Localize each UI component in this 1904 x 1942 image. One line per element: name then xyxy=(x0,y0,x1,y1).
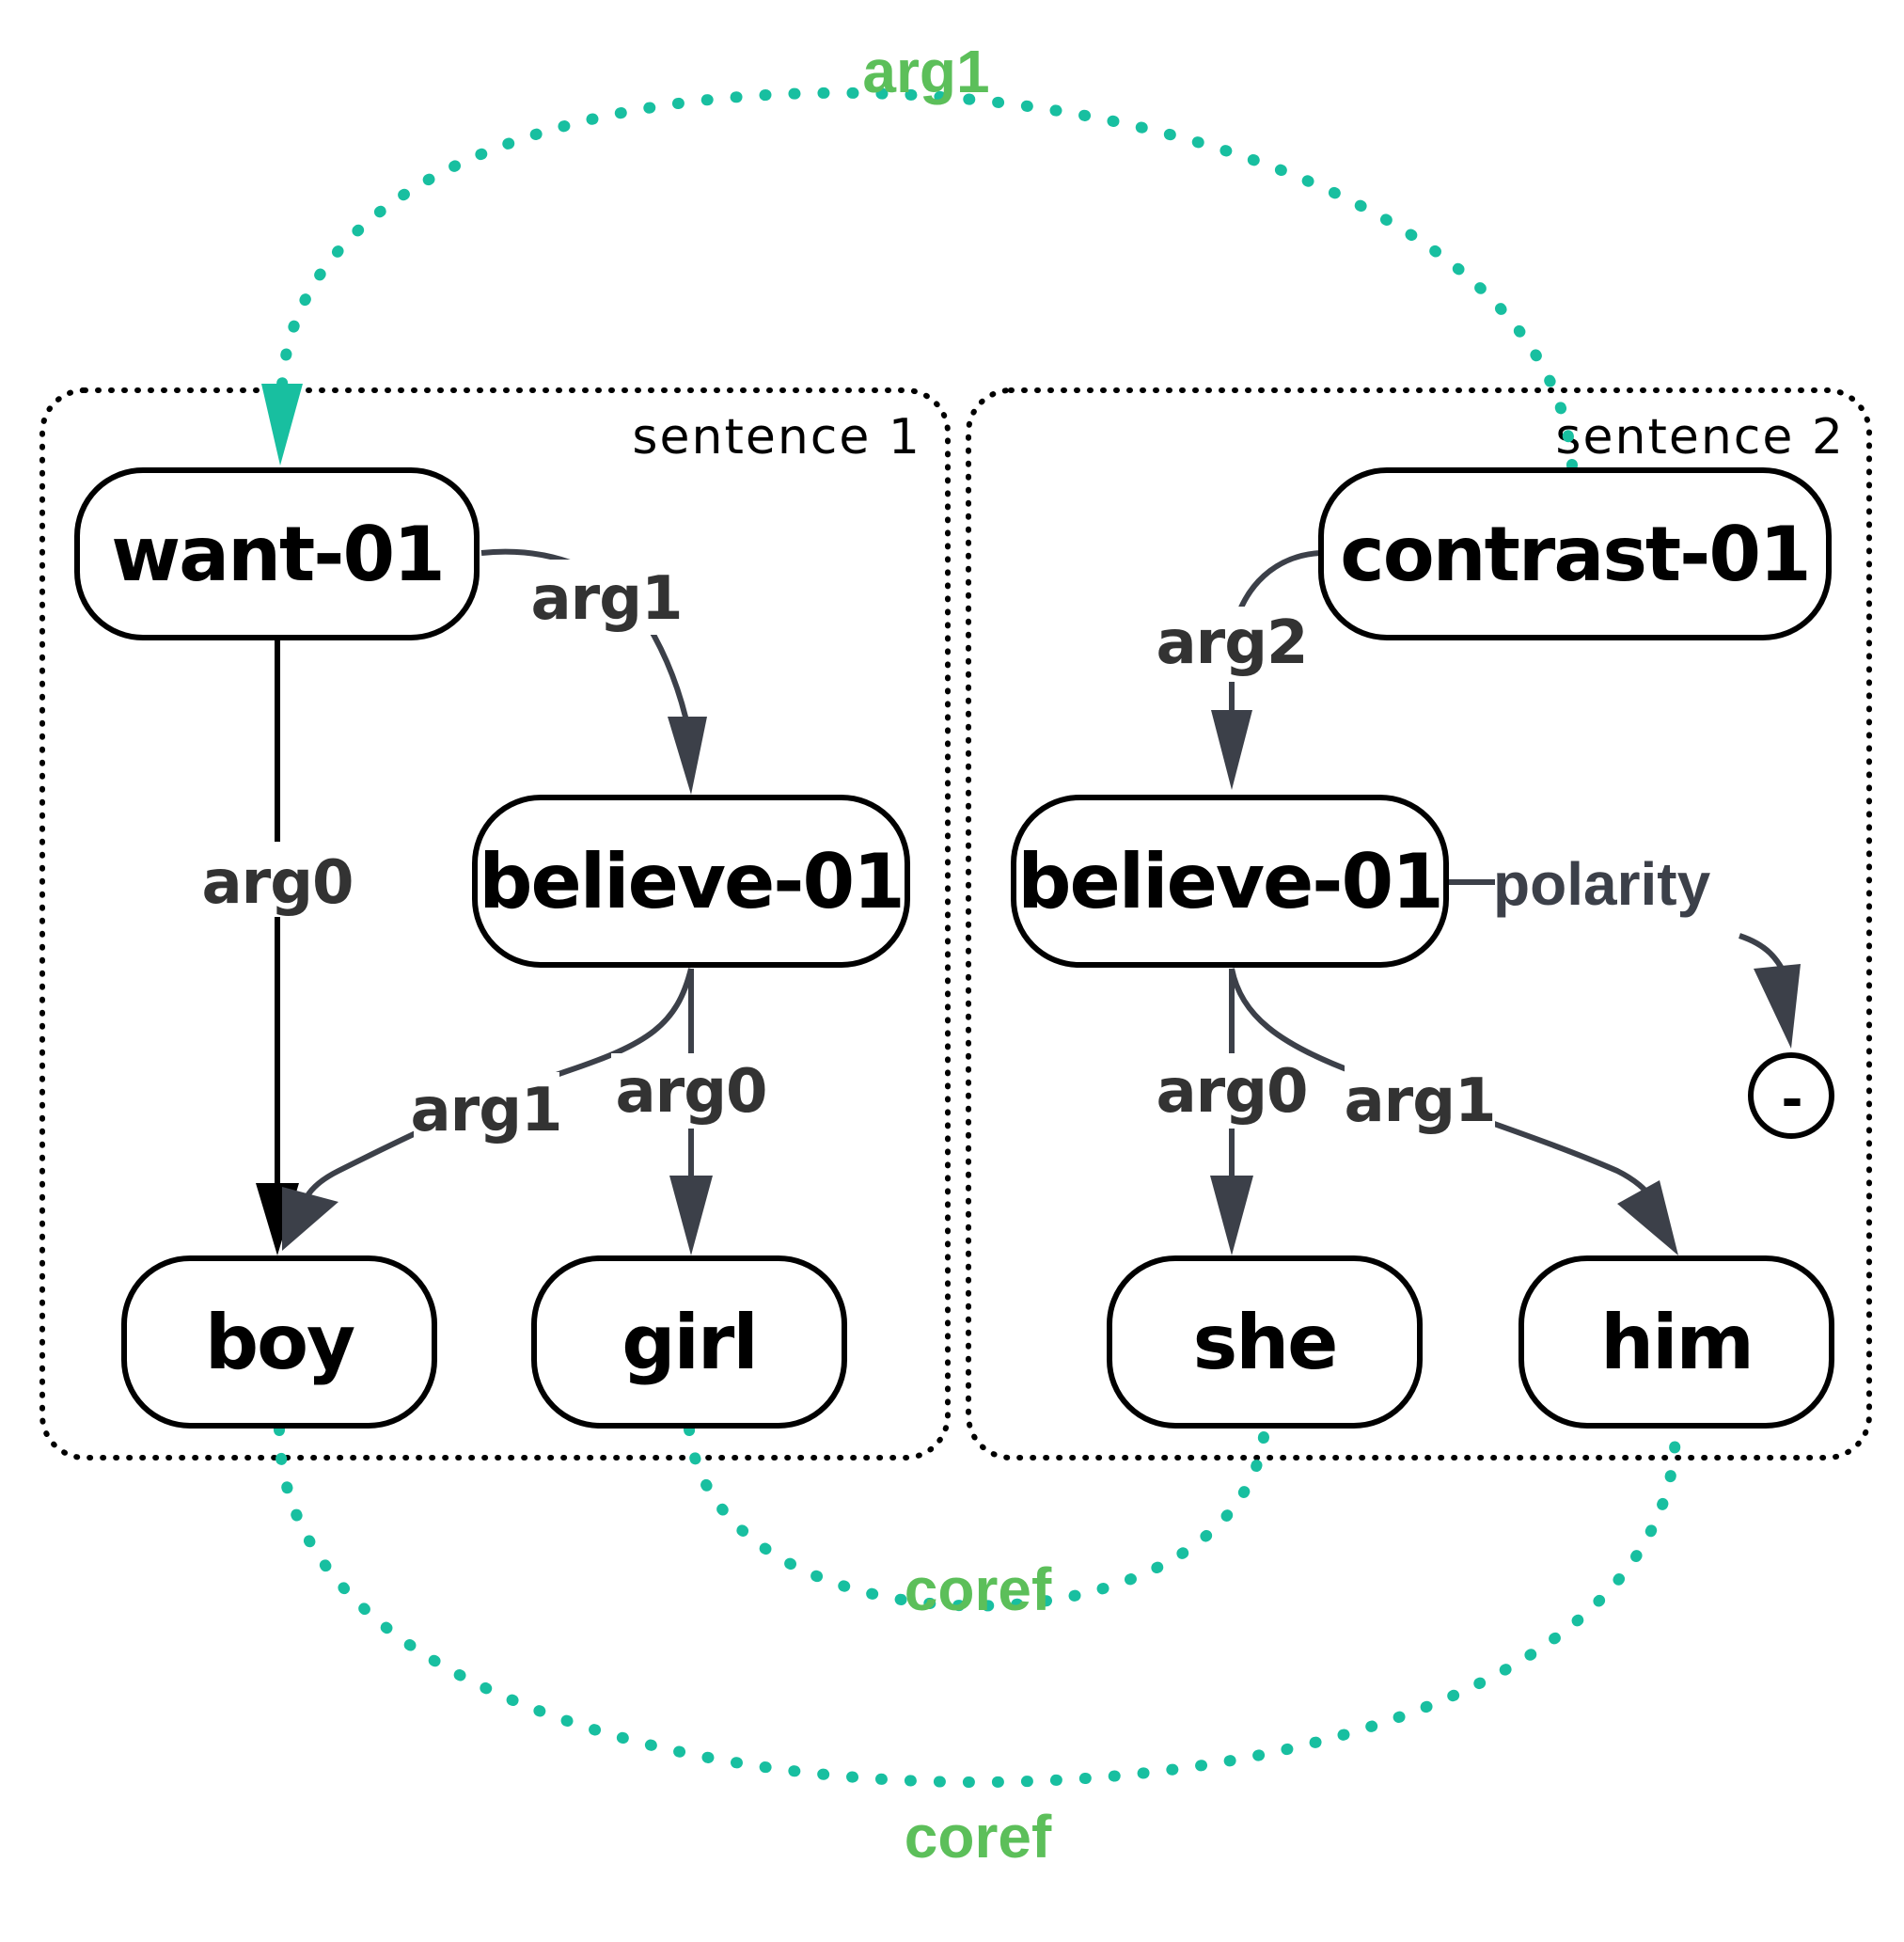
edge-label-bg xyxy=(193,842,362,917)
edge-believe2-polarity-arrowhead xyxy=(1754,964,1801,1049)
edge-label-contrast-believe: arg2 xyxy=(1156,608,1307,678)
edge-label-bg xyxy=(1152,1053,1312,1129)
edge-label-bg xyxy=(531,560,682,635)
edge-label-want-believe: arg1 xyxy=(530,564,682,634)
coref-boy-him-link xyxy=(274,1424,1681,1788)
coref-girl-she-link xyxy=(684,1424,1270,1612)
edge-label-want-boy: arg0 xyxy=(201,848,353,918)
node-girl-label: girl xyxy=(622,1299,757,1386)
edge-contrast-believe-arrowhead xyxy=(1211,710,1252,790)
node-believe-01-s1-label: believe-01 xyxy=(479,838,904,925)
edge-want-believe-arrowhead xyxy=(668,717,707,795)
sentence-2-label: sentence 2 xyxy=(1555,409,1845,466)
node-she-label: she xyxy=(1193,1299,1337,1386)
edge-label-believe2-him: arg1 xyxy=(1344,1066,1495,1136)
cross-arg1-link xyxy=(276,87,1578,471)
node-negative: - xyxy=(1748,1052,1834,1139)
edge-believe1-boy-arrowhead xyxy=(282,1187,338,1251)
cross-arg1-arrowhead xyxy=(261,384,303,466)
edge-believe2-him-arrowhead xyxy=(1617,1180,1678,1255)
node-negative-label: - xyxy=(1781,1069,1801,1130)
edge-label-believe2-she: arg0 xyxy=(1156,1057,1307,1127)
node-boy-label: boy xyxy=(205,1299,354,1386)
edge-label-believe1-girl: arg0 xyxy=(615,1057,766,1127)
coref-girl-she-label: coref xyxy=(905,1555,1052,1623)
sentence-1-group xyxy=(39,387,951,1460)
edge-believe2-she-arrowhead xyxy=(1210,1176,1253,1255)
edge-label-believe2-polarity: polarity xyxy=(1493,850,1711,918)
edge-label-bg xyxy=(1345,1063,1495,1138)
node-him-label: him xyxy=(1600,1299,1753,1386)
coref-boy-him-label: coref xyxy=(905,1803,1052,1871)
edge-label-believe1-boy: arg1 xyxy=(410,1076,561,1145)
sentence-2-group xyxy=(966,387,1872,1460)
node-she: she xyxy=(1107,1255,1423,1429)
node-want-01-label: want-01 xyxy=(111,511,444,598)
node-boy: boy xyxy=(121,1255,437,1429)
node-want-01: want-01 xyxy=(74,467,480,640)
node-believe-01-s2: believe-01 xyxy=(1011,795,1449,968)
edge-label-bg xyxy=(414,1072,559,1147)
cross-arg1-label: arg1 xyxy=(862,38,989,105)
sentence-1-label: sentence 1 xyxy=(632,409,921,466)
node-believe-01-s1: believe-01 xyxy=(472,795,910,968)
edge-label-bg xyxy=(1152,607,1312,682)
node-girl: girl xyxy=(531,1255,847,1429)
node-him: him xyxy=(1518,1255,1834,1429)
node-contrast-01-label: contrast-01 xyxy=(1340,511,1809,598)
node-believe-01-s2-label: believe-01 xyxy=(1017,838,1442,925)
node-contrast-01: contrast-01 xyxy=(1318,467,1832,640)
edge-believe1-girl-arrowhead xyxy=(669,1176,713,1255)
edge-label-bg xyxy=(611,1053,771,1129)
